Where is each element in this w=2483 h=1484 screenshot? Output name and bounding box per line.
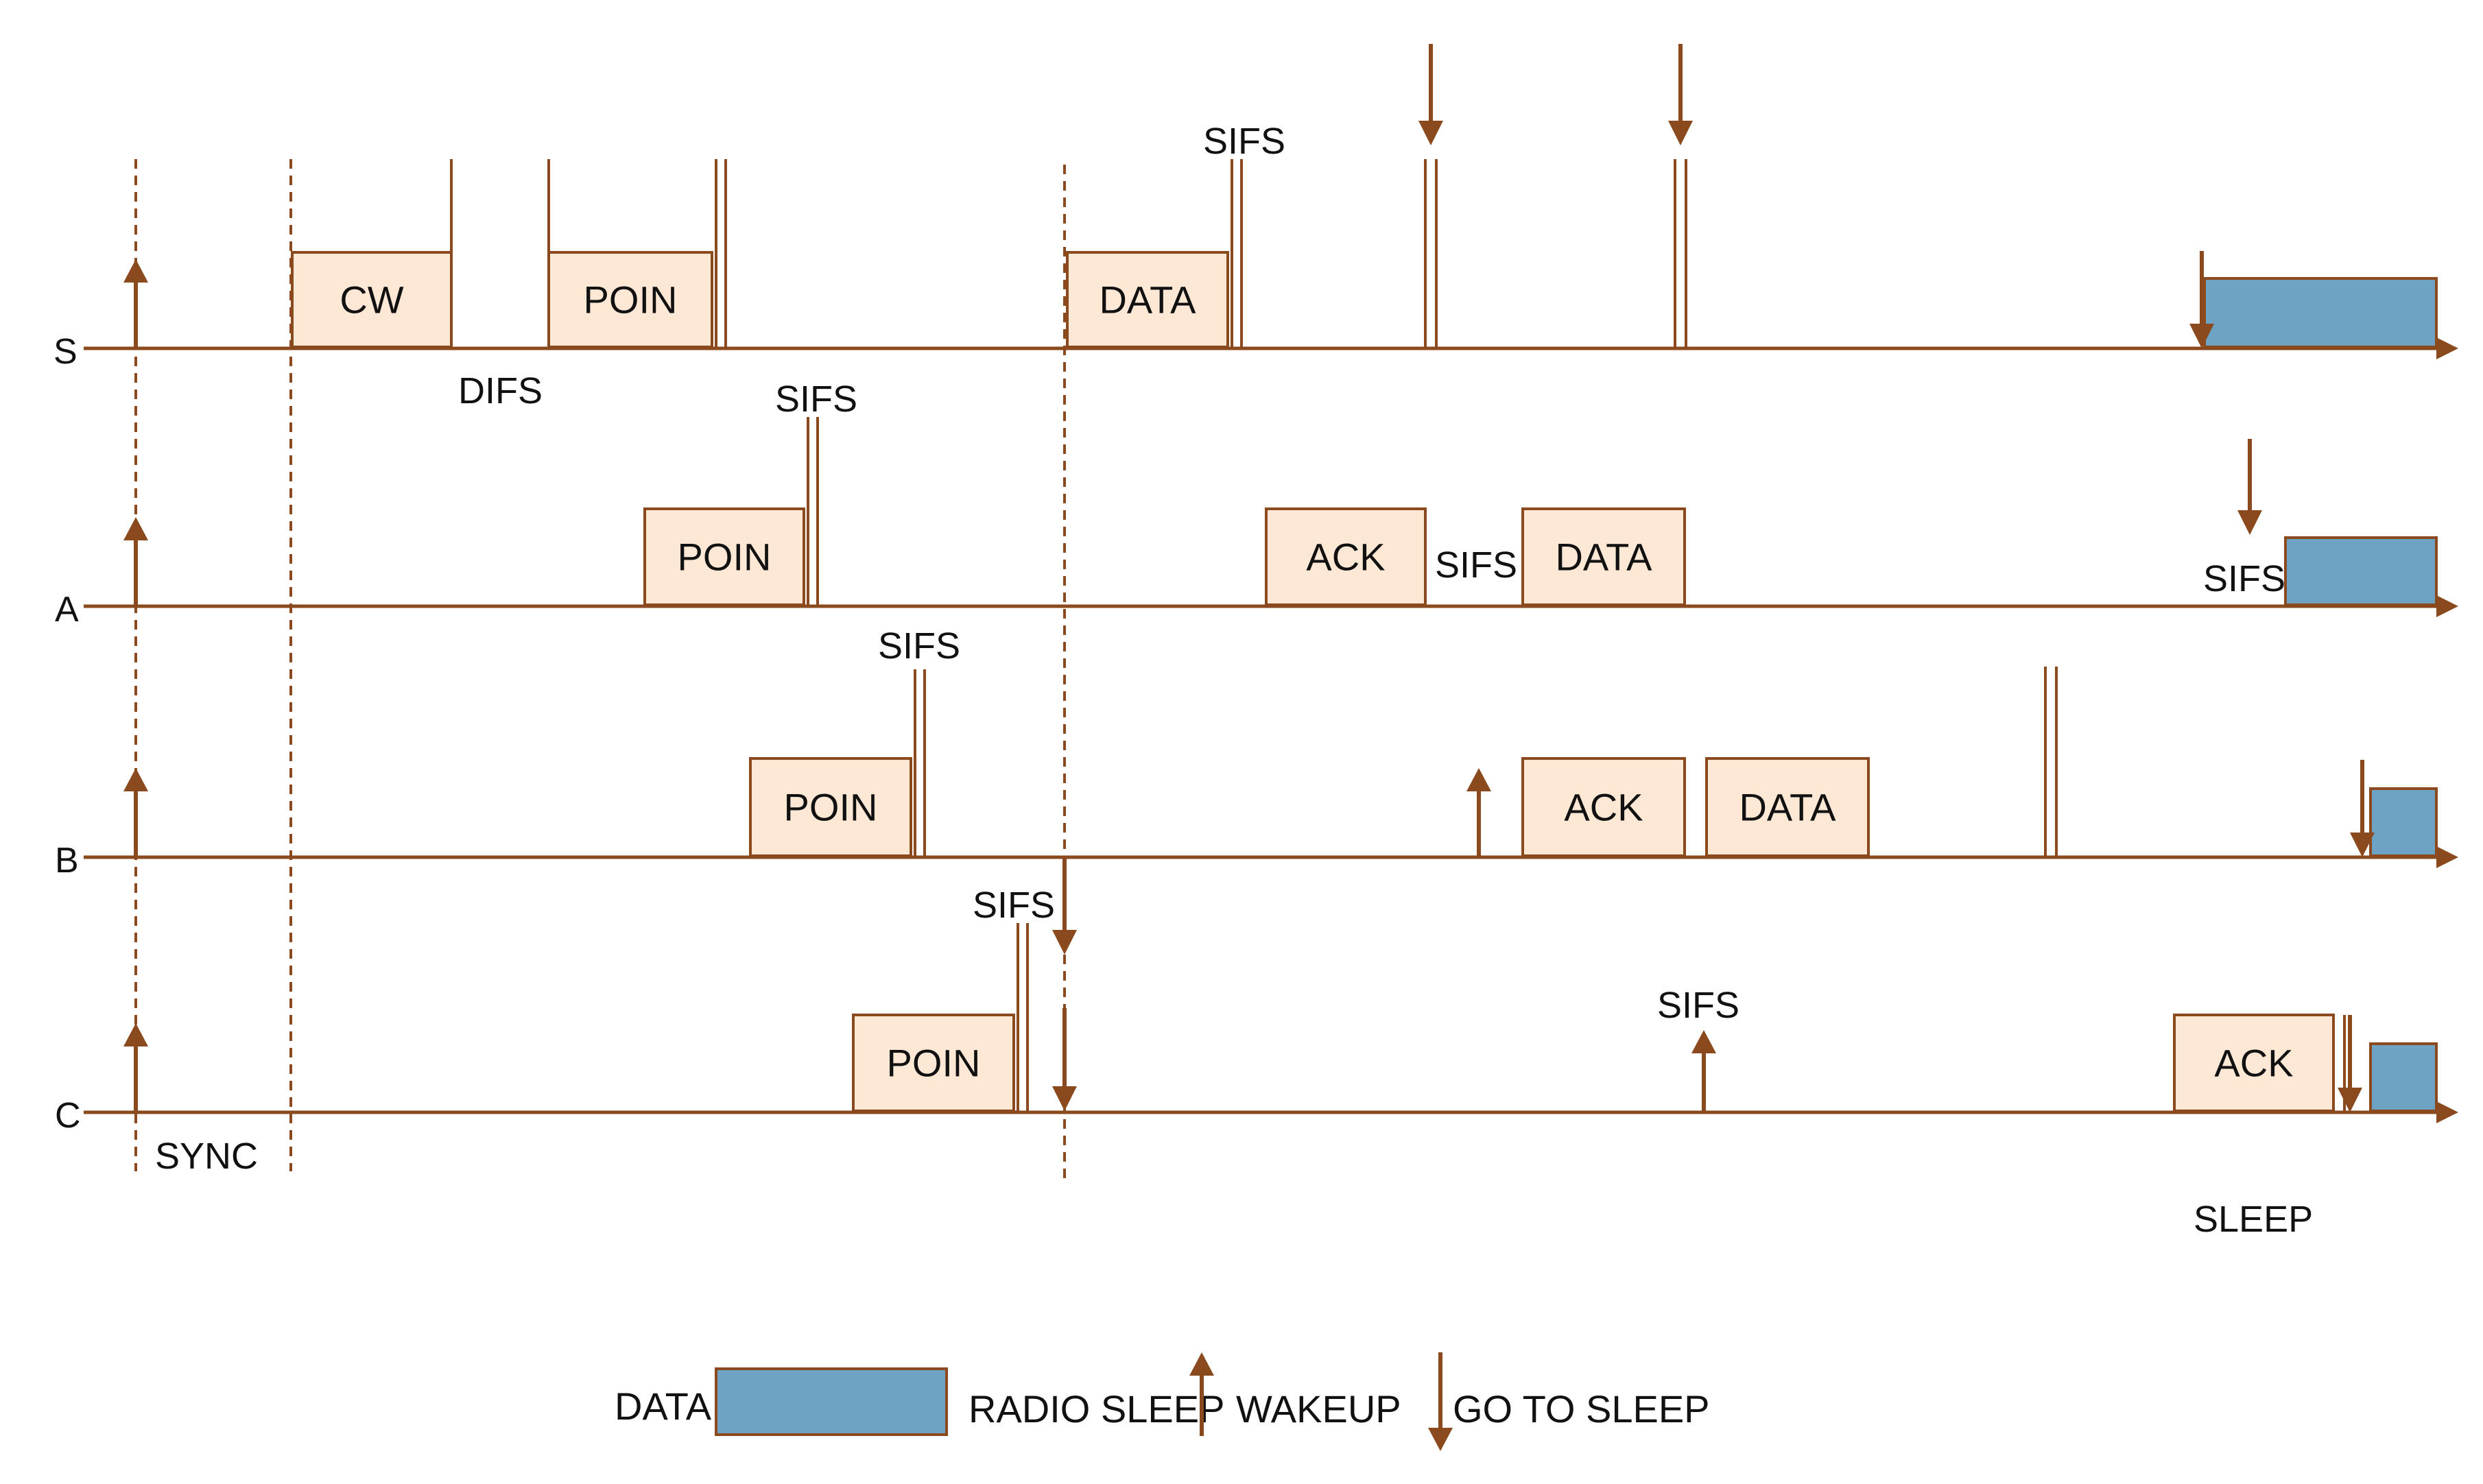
sleep-arrowhead-s-2 [1668, 121, 1693, 145]
lane-axis-arrowheads [2436, 337, 2458, 1123]
frame-b-ack [1521, 757, 1686, 857]
frame-label-b-ack: ACK [1564, 786, 1643, 829]
lane-label-s: S [54, 332, 78, 372]
frame-label-b-poin: POIN [784, 786, 878, 829]
sleep-arrowhead-b-c-boundary [1052, 930, 1077, 955]
legend-go-to-sleep-arrowhead [1428, 1428, 1453, 1451]
label-sleep: SLEEP [2194, 1199, 2313, 1240]
frame-label-c-ack: ACK [2214, 1042, 2293, 1085]
frame-boxes [291, 251, 2335, 1112]
label-sync: SYNC [155, 1136, 258, 1177]
frame-s-poin [547, 251, 713, 348]
sleep-arrowhead-s-end [2189, 324, 2214, 348]
wakeup-arrowhead-c-sync [123, 1023, 148, 1046]
sleep-arrowhead-c-boundary [1052, 1086, 1077, 1111]
lane-axes [84, 346, 2442, 1114]
wakeup-arrowhead-a-sync [123, 517, 148, 540]
radio-sleep-blocks [2203, 277, 2438, 1112]
legend-data-label: DATA [615, 1385, 712, 1428]
frame-a-ack [1265, 507, 1427, 606]
lane-a-arrowhead [2436, 595, 2458, 617]
legend-radio-sleep-swatch [715, 1367, 948, 1436]
frame-label-a-poin: POIN [678, 536, 772, 579]
legend-wakeup-arrowhead [1189, 1352, 1214, 1376]
wakeup-arrowhead-b-sync [123, 768, 148, 791]
legend-wakeup-label: WAKEUP [1236, 1387, 1401, 1431]
frame-label-a-ack: ACK [1306, 536, 1385, 579]
legend-radio-sleep-label: RADIO SLEEP [969, 1387, 1224, 1431]
sleep-block-s [2203, 277, 2438, 348]
sleep-block-b [2369, 787, 2438, 857]
label-sifs-s-top: SIFS [1203, 121, 1285, 162]
lane-label-c: C [55, 1096, 81, 1136]
label-sifs-b-top: SIFS [878, 625, 960, 667]
sleep-block-a [2284, 536, 2438, 606]
lane-label-a: A [55, 590, 79, 630]
label-difs: DIFS [458, 370, 543, 411]
frame-a-poin [643, 507, 805, 606]
label-sifs-c-mid: SIFS [1657, 985, 1739, 1026]
frame-label-b-data: DATA [1739, 786, 1836, 829]
legend: DATA RADIO SLEEP WAKEUP GO TO SLEEP [615, 1352, 1710, 1451]
frame-label-s-cw: CW [340, 278, 403, 322]
wakeup-arrowhead-c [1691, 1030, 1716, 1053]
frame-s-data [1066, 251, 1229, 348]
lane-b-arrowhead [2436, 846, 2458, 868]
sleep-arrowhead-c-end [2338, 1088, 2362, 1112]
frame-b-data [1705, 757, 1870, 857]
frame-s-cw [291, 251, 453, 348]
sleep-arrowhead-s-1 [1418, 121, 1443, 145]
lane-label-b: B [55, 841, 79, 881]
frame-label-a-data: DATA [1555, 536, 1652, 579]
frame-label-s-poin: POIN [584, 278, 678, 322]
wakeup-arrowhead-b [1466, 768, 1491, 791]
frame-label-c-poin: POIN [887, 1042, 981, 1085]
sleep-block-c [2369, 1042, 2438, 1112]
frame-label-s-data: DATA [1099, 278, 1196, 322]
lane-c-arrowhead [2436, 1101, 2458, 1123]
wakeup-arrowhead-s-sync [123, 259, 148, 283]
go-to-sleep-arrows [1052, 44, 2375, 1112]
frame-c-ack [2173, 1014, 2335, 1112]
lane-s-arrowhead [2436, 337, 2458, 359]
frame-b-poin [749, 757, 912, 857]
label-sifs-a-mid: SIFS [1435, 544, 1517, 586]
label-sifs-a-right: SIFS [2203, 558, 2285, 599]
frame-a-data [1521, 507, 1686, 606]
sleep-arrowhead-b-end [2350, 833, 2375, 857]
frame-c-poin [852, 1014, 1015, 1112]
label-sifs-c-top: SIFS [973, 885, 1055, 926]
timing-markers [450, 159, 2346, 1111]
sleep-arrowhead-a-end [2237, 510, 2262, 535]
legend-go-to-sleep-label: GO TO SLEEP [1453, 1387, 1710, 1431]
label-sifs-a-top: SIFS [775, 379, 857, 420]
wakeup-arrows [123, 259, 1716, 1111]
